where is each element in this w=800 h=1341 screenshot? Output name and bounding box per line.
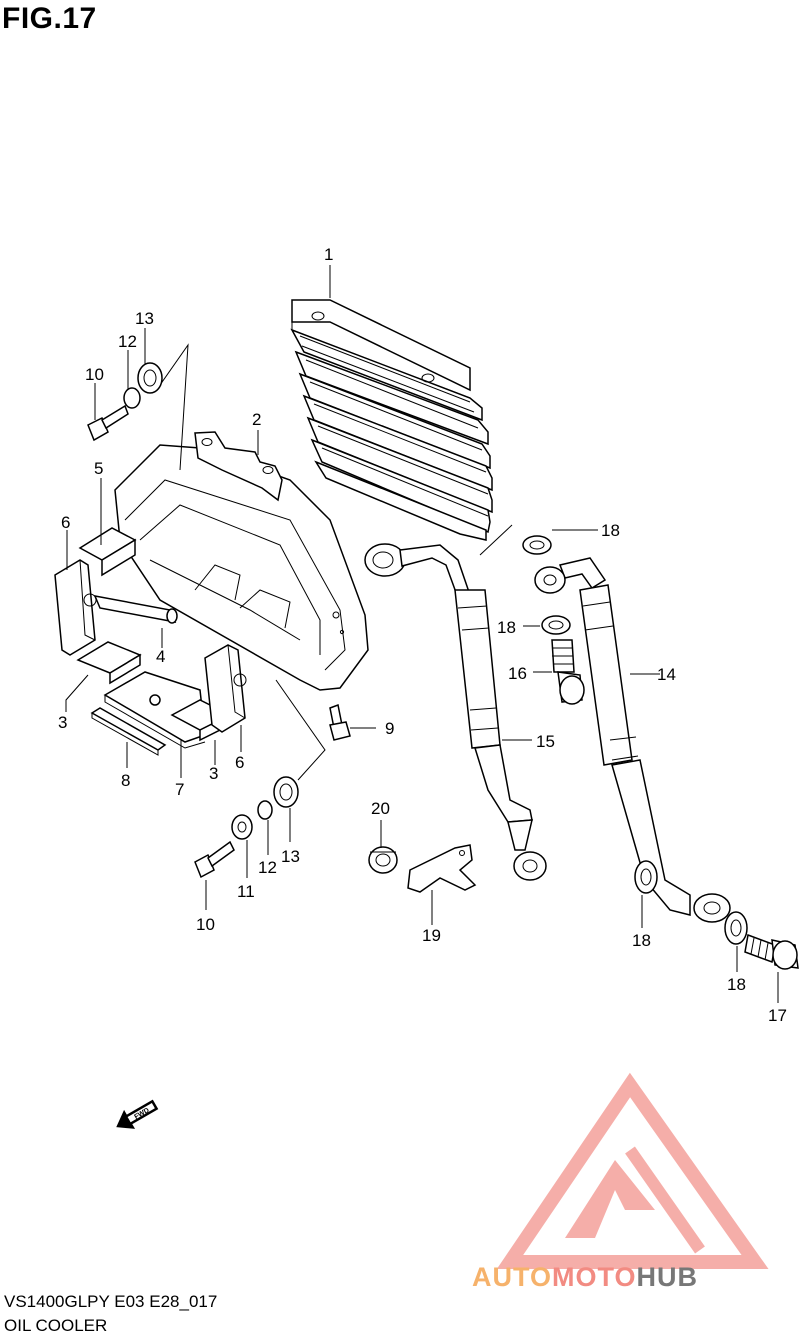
callout-3-right: 3 — [209, 764, 218, 783]
hose-clamp-19 — [407, 844, 477, 893]
gasket-18-d — [724, 911, 748, 945]
oil-hose-14 — [558, 557, 731, 923]
callout-4: 4 — [156, 647, 165, 666]
callout-14: 14 — [657, 665, 676, 684]
callout-19: 19 — [422, 926, 441, 945]
upper-collar-12 — [123, 387, 141, 409]
callout-18-c: 18 — [632, 931, 651, 950]
gasket-18-c — [634, 860, 658, 894]
callout-12-upper: 12 — [118, 332, 137, 351]
callout-13-lower: 13 — [281, 847, 300, 866]
callout-15: 15 — [536, 732, 555, 751]
fwd-arrow-icon: FWD — [116, 1099, 159, 1129]
grommet-20 — [368, 846, 398, 874]
union-bolt-17 — [744, 933, 799, 970]
watermark-hub: HUB — [636, 1262, 699, 1292]
callout-11: 11 — [237, 882, 255, 901]
lower-bolt-10 — [194, 840, 235, 879]
callout-16: 16 — [508, 664, 527, 683]
rubber-mount-6-right — [204, 644, 247, 733]
lower-grommet-13 — [273, 776, 299, 808]
figure-title: FIG.17 — [2, 2, 97, 35]
rubber-pad-3-left — [76, 641, 142, 685]
section-name: OIL COOLER — [4, 1316, 108, 1335]
callout-20: 20 — [371, 799, 390, 818]
callout-18-a: 18 — [601, 521, 620, 540]
oil-hose-15 — [364, 543, 547, 881]
callout-7: 7 — [175, 780, 184, 799]
triangle-logo-icon — [496, 1072, 769, 1269]
union-bolt-16 — [551, 639, 585, 705]
callout-10-upper: 10 — [85, 365, 104, 384]
rubber-mount-6-left — [54, 559, 97, 656]
callout-12-lower: 12 — [258, 858, 277, 877]
model-code: VS1400GLPY E03 E28_017 — [4, 1292, 218, 1311]
callout-3-left: 3 — [58, 713, 67, 732]
callout-9: 9 — [385, 719, 394, 738]
callout-18-b: 18 — [497, 618, 516, 637]
callout-6-left: 6 — [61, 513, 70, 532]
washer-11 — [231, 814, 253, 840]
callout-1: 1 — [324, 245, 333, 264]
callout-13-upper: 13 — [135, 309, 154, 328]
callout-5: 5 — [94, 459, 103, 478]
callout-17: 17 — [768, 1006, 787, 1025]
lower-collar-12 — [257, 800, 273, 820]
gasket-18-a — [522, 535, 552, 555]
bolt-9 — [329, 703, 351, 741]
watermark-auto: AUTO — [472, 1262, 553, 1292]
oil-cooler-bracket — [114, 431, 369, 691]
upper-bolt-10 — [87, 404, 129, 442]
watermark-brand-text: AUTOMOTOHUB — [472, 1262, 698, 1293]
oil-cooler-core — [290, 299, 493, 541]
callout-8: 8 — [121, 771, 130, 790]
callout-6-right: 6 — [235, 753, 244, 772]
rubber-cushion-5 — [78, 527, 137, 577]
banjo-fitting-upper — [534, 566, 566, 594]
upper-grommet-13 — [137, 362, 163, 394]
callout-10-lower: 10 — [196, 915, 215, 934]
rubber-strip-8 — [90, 707, 167, 756]
gasket-18-b — [541, 615, 571, 635]
fwd-label: FWD — [133, 1107, 150, 1121]
spacer-rod-4 — [93, 595, 178, 624]
callout-2: 2 — [252, 410, 261, 429]
callout-18-d: 18 — [727, 975, 746, 994]
watermark-moto: MOTO — [552, 1262, 637, 1292]
mounting-plate-7 — [103, 671, 206, 749]
